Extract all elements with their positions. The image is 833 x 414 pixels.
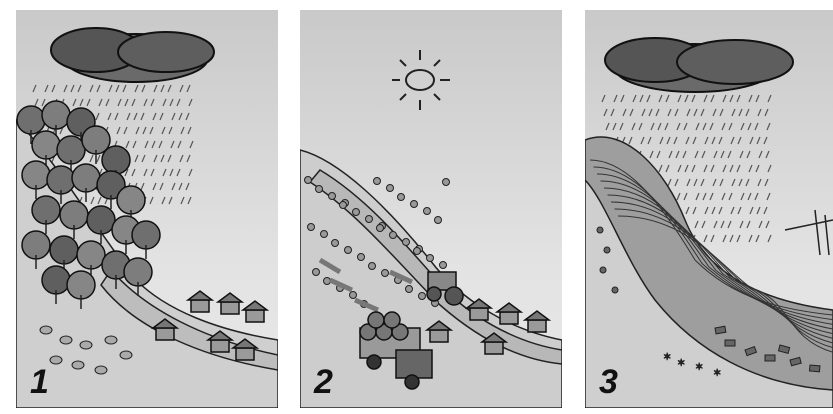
storm-cloud (605, 38, 793, 92)
forest-illustration (16, 10, 278, 408)
svg-text:✶: ✶ (663, 352, 671, 363)
panel-number: 1 (30, 363, 49, 402)
panel-3-flood: ✶ ✶ ✶ ✶ 3 (585, 10, 833, 408)
broken-tower (785, 210, 833, 255)
deforestation-illustration (300, 10, 562, 408)
svg-text:✶: ✶ (713, 368, 721, 379)
panel-number: 3 (599, 363, 618, 402)
sun-icon (392, 50, 450, 110)
svg-text:✶: ✶ (695, 362, 703, 373)
flood-illustration: ✶ ✶ ✶ ✶ (585, 10, 833, 408)
panel-number: 2 (314, 363, 333, 402)
svg-text:✶: ✶ (677, 358, 685, 369)
panel-1-forested-slope: 1 (16, 10, 278, 408)
panel-2-deforested-slope: 2 (300, 10, 562, 408)
storm-cloud (51, 28, 214, 82)
